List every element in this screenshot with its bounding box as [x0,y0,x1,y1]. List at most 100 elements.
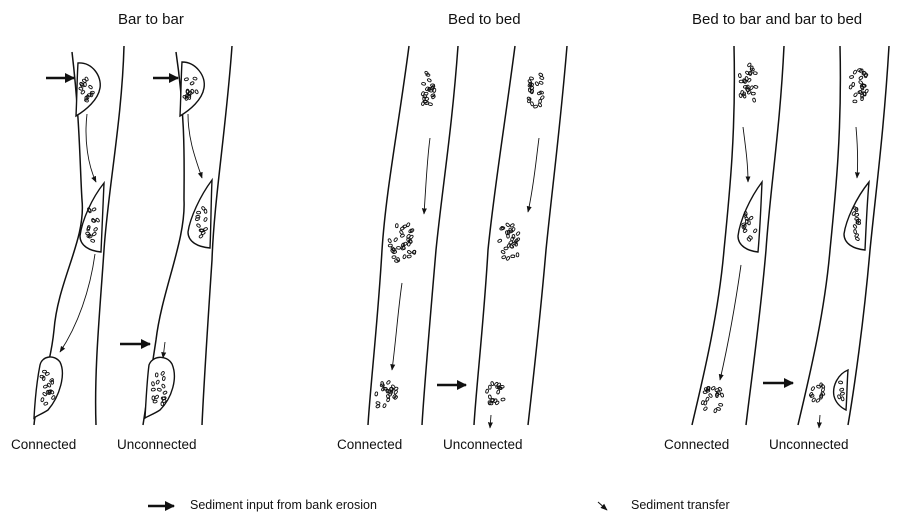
legend-transfer-label: Sediment transfer [631,498,730,512]
pebble [388,238,392,243]
bar-deposit [844,182,869,250]
bar-deposit [34,357,62,418]
sediment-transfer-arrow [528,138,539,212]
pebble [375,392,378,396]
pebble [753,72,757,75]
sediment-transfer-arrow [856,127,858,178]
pebble [506,256,511,261]
pebble [821,384,826,389]
pebble [739,93,743,98]
pebble [501,255,506,259]
panel-title-bed-to-bed: Bed to bed [448,11,521,28]
pebble [403,254,407,259]
pebble [388,244,392,247]
sediment-transfer-arrow [490,415,491,428]
pebble [853,92,857,97]
pebble [382,403,386,408]
bar-deposit [834,370,848,410]
bed-deposit [388,222,417,262]
sediment-transfer-arrow [60,254,95,352]
pebble [754,85,759,89]
pebble [516,231,521,236]
pebble [489,385,492,389]
bar-deposit [188,180,212,248]
bed-deposit [497,223,520,261]
pebble [396,246,400,249]
bar-deposit [76,63,100,116]
pebble [407,242,411,247]
bar-outline [145,357,174,418]
legend-input-label: Sediment input from bank erosion [190,498,377,512]
input-arrows [46,78,793,385]
pebble [539,81,544,85]
pebble [376,401,381,405]
pebble [504,247,508,250]
pebble [393,237,398,242]
pebble [485,389,489,394]
panel-title-bar-to-bar: Bar to bar [118,11,184,28]
sediment-transfer-arrow [743,127,748,182]
pebble [704,401,707,405]
pebble [719,403,723,406]
pebble [399,230,404,235]
pebble [858,80,863,85]
pebble [530,101,534,106]
pebble [816,398,821,402]
bed-deposit [738,63,758,103]
caption-connected-1: Connected [11,437,76,452]
pebble [751,92,755,95]
pebble [749,85,753,90]
caption-connected-3: Connected [664,437,729,452]
pebble [495,401,500,406]
channel-bank-8 [528,46,567,425]
pebble [428,102,433,105]
pebble [511,255,515,258]
pebble [747,78,752,83]
pebble [394,387,399,391]
sediment-transfer-arrow [720,265,741,380]
bar-deposit [80,183,104,252]
pebble [421,82,426,85]
pebble [853,70,857,75]
pebble [427,78,432,82]
bed-deposit [809,383,825,403]
bar-deposit [180,62,204,116]
pebble [811,386,815,391]
pebble [703,406,708,411]
channel-bank-6 [422,46,458,425]
pebble [849,75,853,78]
sediment-transfer-arrow [163,342,165,358]
bed-deposit [375,380,399,408]
pebble [497,239,502,243]
bar-deposit [738,182,762,252]
bar-deposit [145,357,174,418]
panel-title-bed-to-bar: Bed to bar and bar to bed [692,11,862,28]
sediment-transfer-arrow [819,415,820,428]
pebble [406,222,410,227]
pebble [386,380,391,385]
pebble [516,253,519,257]
pebble [858,90,863,94]
channel-bank-9 [692,46,734,425]
channel-bank-11 [798,46,840,425]
pebble [400,226,405,230]
pebble [505,223,510,228]
pebble [747,90,752,95]
sediment-transfer-arrow [424,138,430,214]
pebble [752,98,756,103]
sediment-transfer-arrow [188,114,202,178]
bed-deposit [485,381,505,405]
bed-deposit [421,71,436,106]
sediment-transfer-arrow [86,114,96,182]
bar-outline [834,370,848,410]
pebble [501,398,505,401]
pebble [708,393,713,398]
channel-bank-5 [368,46,409,425]
bed-deposit [527,73,545,109]
pebble [859,76,864,80]
small-diagonal-arrow-icon [598,502,607,510]
bed-deposit [701,386,724,413]
pebble [540,95,545,100]
sediment-transfer-arrow [392,283,402,370]
caption-unconnected-1: Unconnected [117,437,197,452]
